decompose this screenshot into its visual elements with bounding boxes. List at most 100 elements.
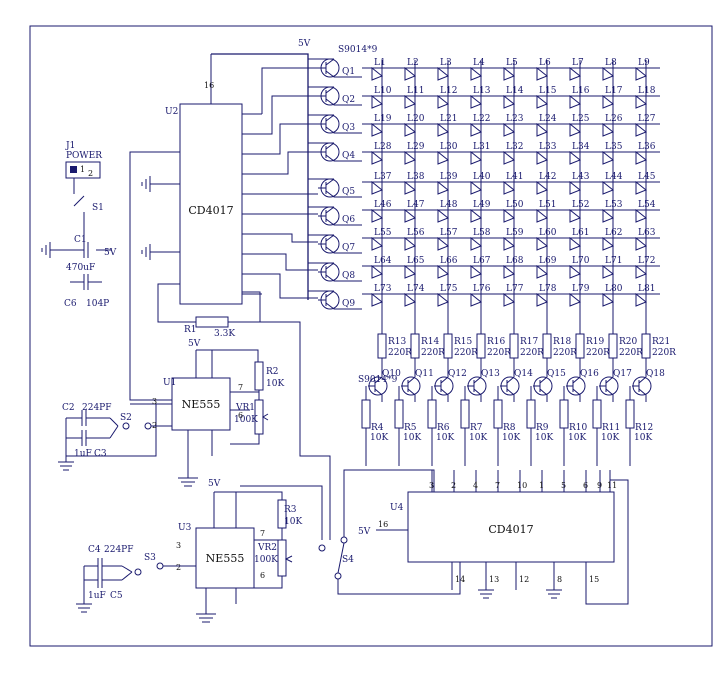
column-transistor-q10: Q10 (368, 369, 401, 402)
row-transistor-label: Q9 (342, 299, 355, 309)
led-label: L45 (638, 172, 656, 182)
led-diode (371, 150, 383, 165)
column-transistor-q16: Q16 (566, 369, 599, 402)
led-label: L38 (407, 172, 425, 182)
resistor-body (476, 333, 486, 359)
u3-pin-6: 6 (260, 571, 265, 580)
u4-chip: CD4017 U4 16 5V (358, 491, 615, 563)
led-label: L35 (605, 142, 623, 152)
led-l81: L81 (635, 284, 655, 307)
transistor-leads (467, 376, 482, 402)
column-resistor-val: 220R (586, 348, 610, 358)
column-resistor-ref: R20 (619, 337, 638, 347)
led-l56: L56 (404, 228, 425, 251)
led-l12: L12 (437, 86, 457, 109)
led-diode (602, 292, 614, 307)
led-diode (503, 150, 515, 165)
resistor-body (575, 333, 585, 359)
column-transistor-label: Q18 (646, 369, 665, 379)
led-label: L3 (440, 58, 452, 68)
c1-5v: 5V (104, 248, 117, 258)
led-diode (569, 94, 581, 109)
led-diode (371, 236, 383, 251)
led-l21: L21 (437, 114, 457, 137)
r1-resistor (195, 316, 229, 328)
c5-ref: C5 (110, 591, 123, 601)
column-resistor-group: R13220RR14220RR15220RR16220RR17220RR1822… (377, 320, 676, 372)
led-l59: L59 (503, 228, 524, 251)
led-label: L61 (572, 228, 589, 238)
led-l63: L63 (635, 228, 656, 251)
base-resistor-ref: R8 (503, 423, 516, 433)
transistor-leads (318, 58, 362, 78)
led-label: L52 (572, 200, 589, 210)
led-diode (371, 264, 383, 279)
led-label: L64 (374, 256, 392, 266)
timer2-passives: R3 10K VR2 100K 7 6 3 2 C4 224PF 1uF C5 … (76, 499, 302, 613)
u3-name: NE555 (206, 552, 245, 565)
c4-val: 224PF (104, 545, 133, 555)
c1-val: 470uF (66, 263, 95, 273)
led-l47: L47 (404, 200, 425, 223)
u4-top-pin-num: 1 (539, 481, 544, 490)
led-l39: L39 (437, 172, 458, 195)
c2-capacitor (66, 410, 110, 426)
led-l77: L77 (503, 284, 524, 307)
led-l75: L75 (437, 284, 458, 307)
led-diode (503, 180, 515, 195)
led-label: L70 (572, 256, 590, 266)
led-label: L54 (638, 200, 656, 210)
u4-top-pin-10: 10 (517, 470, 527, 492)
transistor-leads (318, 262, 362, 282)
u4-top-pin-3: 3 (429, 470, 434, 492)
column-transistor-q14: Q14 (500, 369, 533, 402)
transistor-leads (318, 114, 362, 134)
led-diode (635, 66, 647, 81)
led-label: L68 (506, 256, 524, 266)
led-l43: L43 (569, 172, 590, 195)
led-l29: L29 (404, 142, 425, 165)
row-transistor-label: Q5 (342, 187, 355, 197)
u4-ref: U4 (390, 503, 404, 513)
led-label: L29 (407, 142, 425, 152)
s2-label: S2 (120, 413, 132, 423)
base-resistor-val: 10K (601, 433, 619, 443)
led-diode (371, 122, 383, 137)
u1-ref: U1 (163, 378, 176, 388)
led-label: L81 (638, 284, 655, 294)
c6-ref: C6 (64, 299, 77, 309)
resistor-body (509, 333, 519, 359)
led-diode (536, 180, 548, 195)
led-l66: L66 (437, 256, 458, 279)
led-diode (536, 264, 548, 279)
vr2-pot (277, 539, 287, 577)
led-label: L33 (539, 142, 557, 152)
c4-capacitor (84, 558, 122, 574)
u4-bottom-pin-num: 15 (589, 575, 599, 584)
u4-top-pin-4: 4 (473, 470, 478, 492)
c2-val: 224PF (82, 403, 111, 413)
column-resistor-ref: R15 (454, 337, 473, 347)
led-diode (602, 150, 614, 165)
led-diode (437, 208, 449, 223)
resistor-body (625, 399, 635, 429)
column-resistor-ref: R13 (388, 337, 407, 347)
led-label: L80 (605, 284, 623, 294)
led-diode (635, 180, 647, 195)
led-l34: L34 (569, 142, 590, 165)
u4-bottom-pin-num: 13 (489, 575, 499, 584)
led-l4: L4 (470, 58, 485, 81)
led-label: L75 (440, 284, 458, 294)
row-transistor-q7: Q7 (308, 234, 362, 254)
led-diode (371, 292, 383, 307)
led-diode (404, 94, 416, 109)
u4-bottom-pin-15: 15 (585, 562, 599, 590)
led-diode (503, 94, 515, 109)
resistor-body (443, 333, 453, 359)
drawing-frame (29, 25, 713, 647)
column-resistor-ref: R17 (520, 337, 539, 347)
transistor-leads (599, 376, 614, 402)
